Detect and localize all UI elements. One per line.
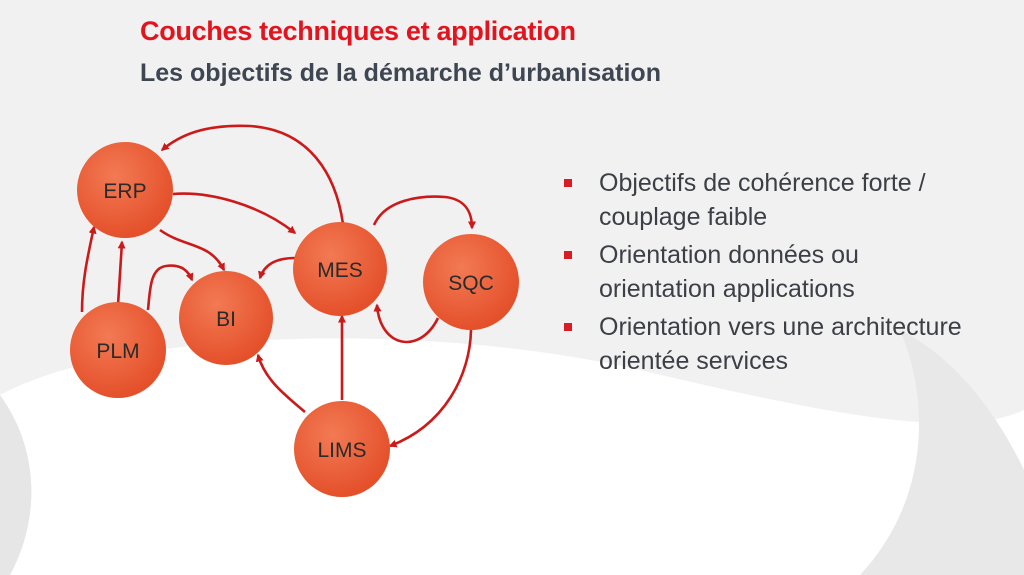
edge-mes-to-bi xyxy=(258,256,296,280)
node-lims: LIMS xyxy=(294,401,390,497)
square-bullet-icon xyxy=(564,251,572,259)
node-label: ERP xyxy=(103,180,146,203)
edge-mes-to-erp xyxy=(160,124,345,225)
node-label: LIMS xyxy=(317,439,366,462)
slide-subtitle: Les objectifs de la démarche d’urbanisat… xyxy=(140,59,661,87)
edge-sqc-to-mes xyxy=(373,303,440,344)
node-label: BI xyxy=(216,308,236,331)
edge-plm-to-bi xyxy=(146,264,194,311)
node-label: PLM xyxy=(96,340,139,363)
edge-lims-to-bi xyxy=(255,353,306,413)
edge-erp-to-bi xyxy=(159,228,226,272)
edge-plm-to-erp xyxy=(80,225,97,313)
node-plm: PLM xyxy=(70,302,166,398)
node-erp: ERP xyxy=(77,142,173,238)
list-item: Orientation données ou orientation appli… xyxy=(562,238,962,306)
bullet-text: Objectifs de cohérence forte / couplage … xyxy=(599,169,926,231)
objectives-list: Objectifs de cohérence forte / couplage … xyxy=(562,166,962,382)
node-label: MES xyxy=(317,259,363,282)
edge-erp-to-mes xyxy=(172,192,297,235)
square-bullet-icon xyxy=(564,179,572,187)
node-bi: BI xyxy=(179,271,273,365)
list-item: Objectifs de cohérence forte / couplage … xyxy=(562,166,962,234)
edge-sqc-to-lims xyxy=(388,329,473,448)
slide-title: Couches techniques et application xyxy=(140,16,576,46)
node-label: SQC xyxy=(448,272,494,295)
bullet-text: Orientation vers une architecture orient… xyxy=(599,313,962,375)
node-sqc: SQC xyxy=(423,234,519,330)
bullet-text: Orientation données ou orientation appli… xyxy=(599,241,859,303)
square-bullet-icon xyxy=(564,323,572,331)
list-item: Orientation vers une architecture orient… xyxy=(562,310,962,378)
edge-mes-to-sqc xyxy=(372,195,476,230)
node-mes: MES xyxy=(293,222,387,316)
edge-plm-to-erp-2 xyxy=(116,240,126,306)
